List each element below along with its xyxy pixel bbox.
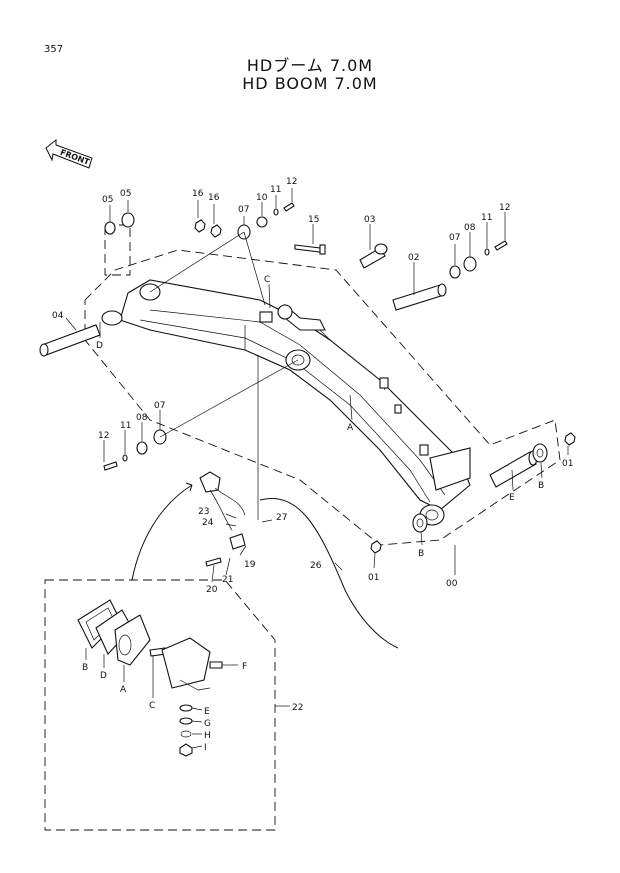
callout-11: 11 (270, 185, 281, 195)
boom-foot-pin-boss (101, 310, 123, 326)
washer-group-box (104, 224, 131, 276)
bushing-B-lower (412, 513, 428, 533)
page-number: 357 (44, 44, 64, 55)
callout-01: 01 (562, 459, 573, 469)
hardware-10-11-12-top (256, 202, 295, 228)
letter-A: A (120, 685, 127, 695)
washer-05 (104, 212, 135, 235)
hardware-11-12-left (103, 454, 128, 471)
title-japanese: HDブーム 7.0M (246, 56, 374, 75)
callout-24: 24 (202, 518, 214, 528)
letter-I: I (204, 743, 207, 753)
callout-07: 07 (154, 401, 165, 411)
letter-D: D (96, 341, 103, 351)
letter-E: E (204, 707, 210, 717)
callout-11: 11 (481, 213, 492, 223)
letter-references: C D A E B B B D A C F E G H I (82, 275, 544, 753)
callouts: 05 05 16 16 07 10 11 12 15 03 02 07 08 1… (52, 177, 573, 713)
letter-B: B (82, 663, 88, 673)
pin-04 (39, 324, 101, 357)
callout-21: 21 (222, 575, 233, 585)
callout-12: 12 (286, 177, 297, 187)
callout-16: 16 (208, 193, 220, 203)
callout-15: 15 (308, 215, 319, 225)
letter-A: A (347, 423, 354, 433)
callout-07: 07 (449, 233, 460, 243)
callout-04: 04 (52, 311, 64, 321)
front-arrow-icon: FRONT (45, 138, 93, 169)
bolt-15 (294, 244, 326, 255)
callout-01: 01 (368, 573, 379, 583)
boom-body (101, 279, 471, 526)
pin-E (489, 450, 538, 488)
washer-07-right (449, 256, 477, 279)
letter-C: C (149, 701, 155, 711)
letter-E: E (509, 493, 515, 503)
hardware-11-12-right (484, 240, 508, 256)
assembly-boundary (84, 249, 561, 546)
letter-B: B (418, 549, 424, 559)
pin-02 (392, 283, 447, 311)
letter-G: G (204, 719, 211, 729)
callout-08: 08 (464, 223, 476, 233)
callout-22: 22 (292, 703, 303, 713)
letter-F: F (242, 662, 247, 672)
lamp-detail-boundary (44, 579, 276, 831)
callout-05: 05 (102, 195, 113, 205)
callout-05: 05 (120, 189, 131, 199)
callout-12: 12 (98, 431, 109, 441)
callout-07: 07 (238, 205, 249, 215)
callout-03: 03 (364, 215, 375, 225)
pin-03 (359, 243, 388, 269)
front-label: FRONT (59, 148, 91, 167)
callout-02: 02 (408, 253, 419, 263)
nut-01-lower (370, 540, 382, 554)
lamp-exploded-view (77, 599, 238, 757)
callout-12: 12 (499, 203, 510, 213)
letter-H: H (204, 731, 211, 741)
callout-08: 08 (136, 413, 148, 423)
callout-11: 11 (120, 421, 131, 431)
callout-20: 20 (206, 585, 218, 595)
bushing-B-right (532, 443, 548, 463)
letter-B: B (538, 481, 544, 491)
washer-07-left (136, 429, 167, 455)
letter-D: D (100, 671, 107, 681)
letter-C: C (264, 275, 270, 285)
nut-01-right (564, 432, 576, 446)
callout-23: 23 (198, 507, 209, 517)
callout-10: 10 (256, 193, 268, 203)
callout-26: 26 (310, 561, 322, 571)
leader-lines (65, 188, 569, 575)
callout-16: 16 (192, 189, 204, 199)
title-english: HD BOOM 7.0M (242, 74, 378, 93)
nut-16 (194, 219, 222, 238)
callout-00: 00 (446, 579, 458, 589)
work-lamp-assembly (131, 355, 399, 649)
callout-27: 27 (276, 513, 287, 523)
callout-19: 19 (244, 560, 256, 570)
